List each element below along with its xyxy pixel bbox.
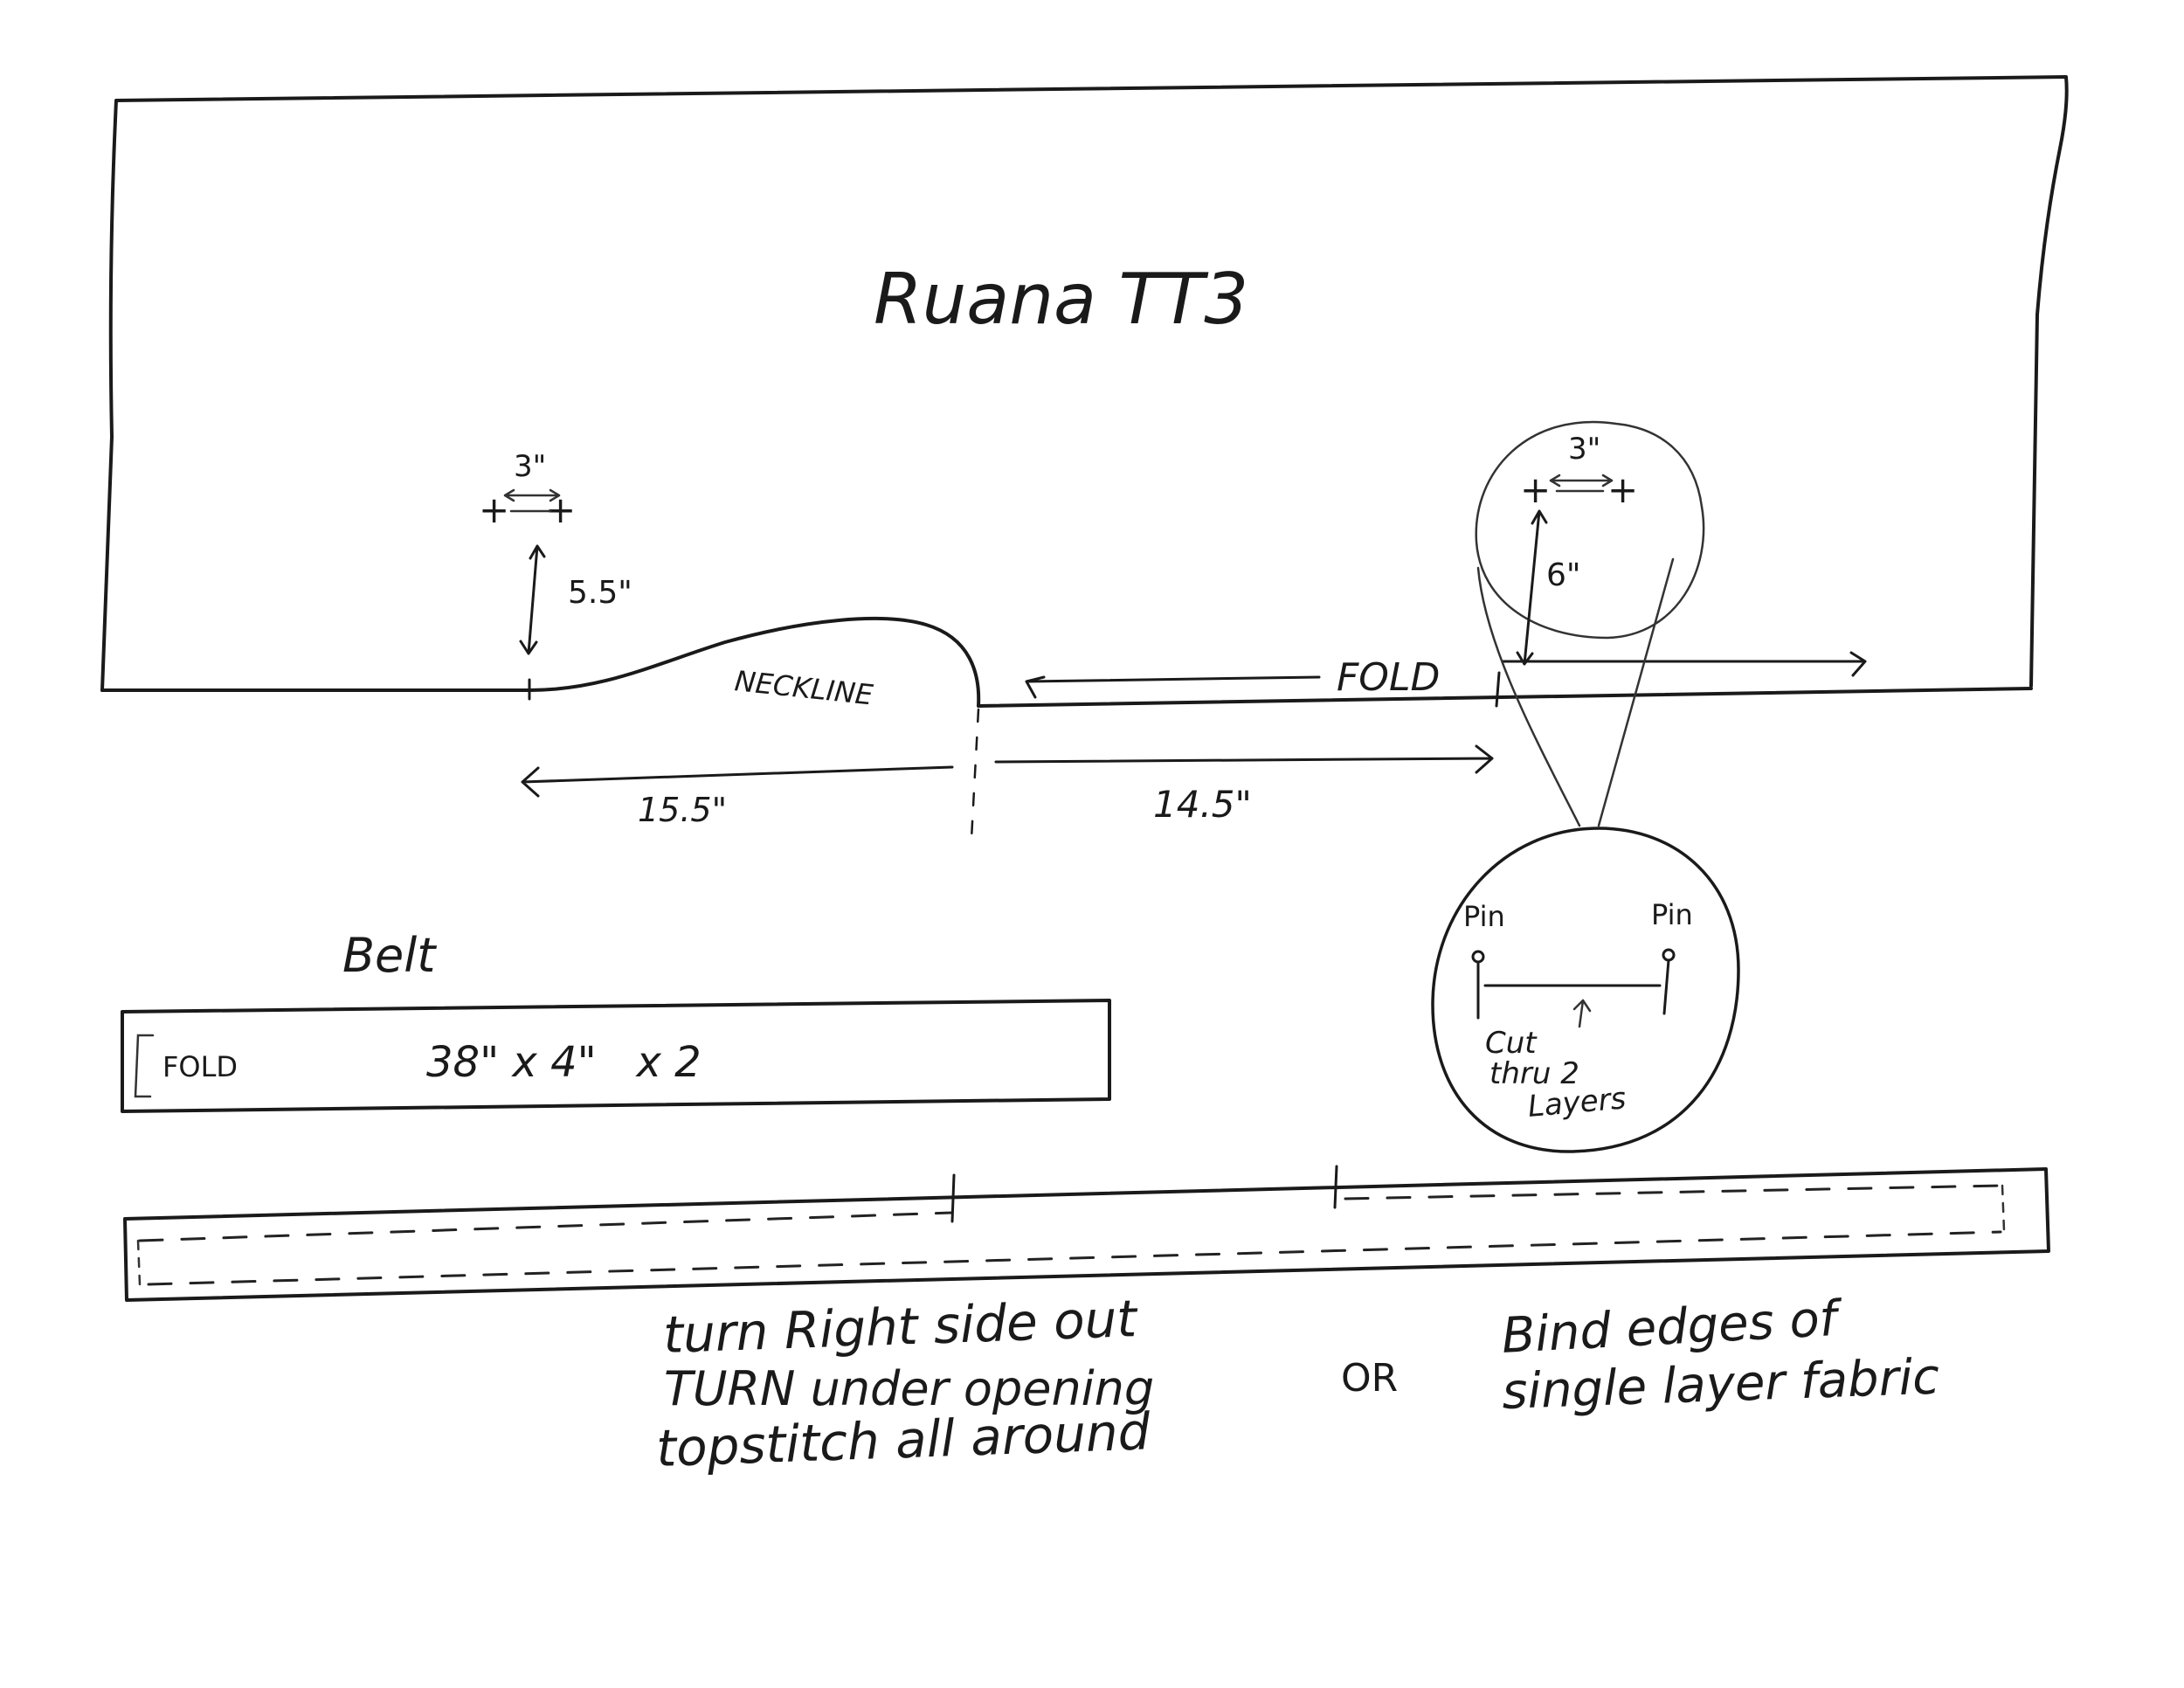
stitch-line-bottom bbox=[147, 1230, 2002, 1286]
detail-circle-top bbox=[1475, 420, 1705, 640]
detail-circle-bottom bbox=[1431, 827, 1740, 1153]
fabric-outline bbox=[100, 75, 2069, 692]
opening-tick-right bbox=[1333, 1165, 1338, 1209]
right-depth-arrow bbox=[1516, 509, 1548, 666]
pin-right-label: Pin bbox=[1651, 898, 1693, 931]
belt-fold-bracket bbox=[134, 1034, 155, 1098]
cut-note-line1: Cut bbox=[1485, 1026, 1538, 1061]
belt-fold-label: FOLD bbox=[162, 1050, 238, 1083]
cut-note-line2: thru 2 bbox=[1489, 1056, 1579, 1091]
pin-right-icon bbox=[1662, 948, 1676, 962]
stitch-line-top bbox=[138, 1184, 2002, 1242]
pattern-title: Ruana TT3 bbox=[874, 259, 1248, 340]
right-plus-mark-2: + bbox=[1607, 468, 1638, 511]
left-hole-depth-label: 5.5" bbox=[568, 575, 632, 611]
instruction-line2: TURN under opening bbox=[664, 1361, 1154, 1416]
sewn-strip-outline bbox=[123, 1167, 2050, 1302]
left-depth-arrow bbox=[519, 544, 546, 655]
stitch-line-ends bbox=[136, 1184, 2006, 1286]
or-label: OR bbox=[1341, 1356, 1398, 1401]
right-hole-depth-label: 6" bbox=[1546, 557, 1580, 593]
center-dashed-line bbox=[970, 708, 980, 841]
right-length-label: 14.5" bbox=[1153, 783, 1252, 826]
pin-left-icon bbox=[1471, 950, 1485, 964]
right-width-arrow bbox=[1549, 474, 1614, 493]
neckline-label: NECKLINE bbox=[733, 664, 875, 711]
fold-label: FOLD bbox=[1337, 655, 1440, 700]
belt-label: Belt bbox=[342, 928, 437, 983]
left-length-label: 15.5" bbox=[638, 791, 727, 829]
detail-callout-lines bbox=[1476, 557, 1675, 827]
left-width-arrow bbox=[503, 488, 561, 513]
belt-outline bbox=[121, 999, 1111, 1113]
fold-arrow-left bbox=[1025, 675, 1321, 699]
belt-dimensions: 38" x 4" x 2 bbox=[426, 1038, 702, 1087]
right-plus-mark: + bbox=[1520, 468, 1551, 511]
opening-tick-left bbox=[950, 1173, 956, 1223]
instruction-line1: turn Right side out bbox=[662, 1289, 1139, 1365]
left-length-arrow bbox=[521, 765, 954, 798]
pin-left-label: Pin bbox=[1463, 900, 1505, 933]
cut-note-line3: Layers bbox=[1526, 1081, 1628, 1124]
right-length-arrow bbox=[994, 744, 1494, 774]
cut-arrow bbox=[1572, 999, 1592, 1028]
fold-arrow-right bbox=[1501, 651, 1867, 677]
left-hole-width-label: 3" bbox=[514, 449, 546, 484]
pin-cut-line bbox=[1476, 958, 1670, 1020]
fold-line bbox=[100, 616, 2033, 708]
right-tick bbox=[1495, 671, 1501, 708]
right-hole-width-label: 3" bbox=[1568, 432, 1600, 467]
